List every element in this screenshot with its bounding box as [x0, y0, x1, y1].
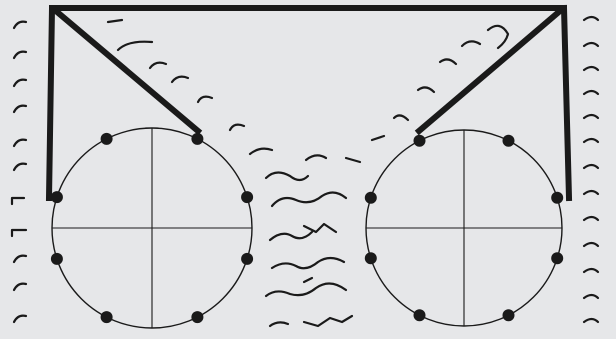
squiggle-mark [488, 26, 508, 48]
squiggle-mark [14, 22, 26, 28]
squiggle-mark [584, 91, 598, 94]
squiggle-mark [440, 59, 456, 64]
squiggle-mark [272, 258, 344, 268]
frame-left-post [49, 8, 52, 198]
squiggle-mark [12, 230, 26, 236]
wheel-stud [191, 311, 203, 323]
squiggle-marks [12, 17, 598, 326]
squiggle-mark [230, 125, 244, 130]
wheel-stud [414, 135, 426, 147]
squiggle-mark [394, 115, 408, 120]
wheel-stud [191, 133, 203, 145]
wheel-stud [503, 135, 515, 147]
wheel-stud [51, 191, 63, 203]
wheel-stud [365, 252, 377, 264]
squiggle-mark [14, 164, 26, 170]
wheel-stud [101, 133, 113, 145]
squiggle-mark [118, 42, 152, 50]
squiggle-mark [14, 80, 26, 86]
squiggle-mark [172, 77, 188, 82]
squiggle-mark [584, 165, 598, 168]
left-wheel [51, 128, 253, 328]
squiggle-mark [372, 136, 384, 140]
squiggle-mark [266, 172, 308, 180]
squiggle-mark [584, 319, 598, 322]
squiggle-mark [584, 43, 598, 46]
wheel-stud [365, 192, 377, 204]
squiggle-mark [14, 140, 26, 146]
squiggle-mark [584, 269, 598, 272]
squiggle-mark [14, 316, 26, 322]
squiggle-mark [198, 97, 212, 102]
squiggle-mark [12, 198, 24, 204]
squiggle-mark [584, 139, 598, 142]
squiggle-mark [584, 191, 598, 194]
squiggle-mark [270, 232, 312, 240]
squiggle-mark [584, 67, 598, 70]
wheel-stud [551, 252, 563, 264]
squiggle-mark [584, 115, 598, 118]
squiggle-mark [108, 20, 122, 22]
wheel-stud [414, 309, 426, 321]
squiggle-mark [270, 322, 288, 326]
wheel-stud [241, 253, 253, 265]
squiggle-mark [306, 155, 326, 160]
squiggle-mark [584, 217, 598, 220]
squiggle-mark [584, 295, 598, 298]
squiggle-mark [14, 256, 26, 262]
squiggle-mark [14, 284, 26, 290]
squiggle-mark [346, 158, 360, 162]
squiggle-mark [462, 41, 480, 46]
wheel-stud [101, 311, 113, 323]
squiggle-mark [418, 87, 434, 92]
squiggle-mark [304, 278, 312, 282]
wheel-stud [51, 253, 63, 265]
wheel-stud [241, 191, 253, 203]
squiggle-mark [266, 283, 346, 296]
squiggle-mark [150, 63, 166, 68]
right-wheel [365, 130, 563, 326]
squiggle-mark [14, 52, 26, 58]
wheel-stud [503, 309, 515, 321]
squiggle-mark [584, 243, 598, 246]
squiggle-mark [584, 17, 598, 20]
squiggle-mark [250, 149, 272, 154]
squiggle-mark [304, 224, 336, 232]
squiggle-mark [272, 192, 346, 206]
wheel-stud [551, 192, 563, 204]
squiggle-mark [14, 106, 26, 112]
squiggle-mark [304, 316, 352, 326]
frame-left-diagonal [56, 11, 198, 131]
frame-right-post [564, 8, 569, 198]
